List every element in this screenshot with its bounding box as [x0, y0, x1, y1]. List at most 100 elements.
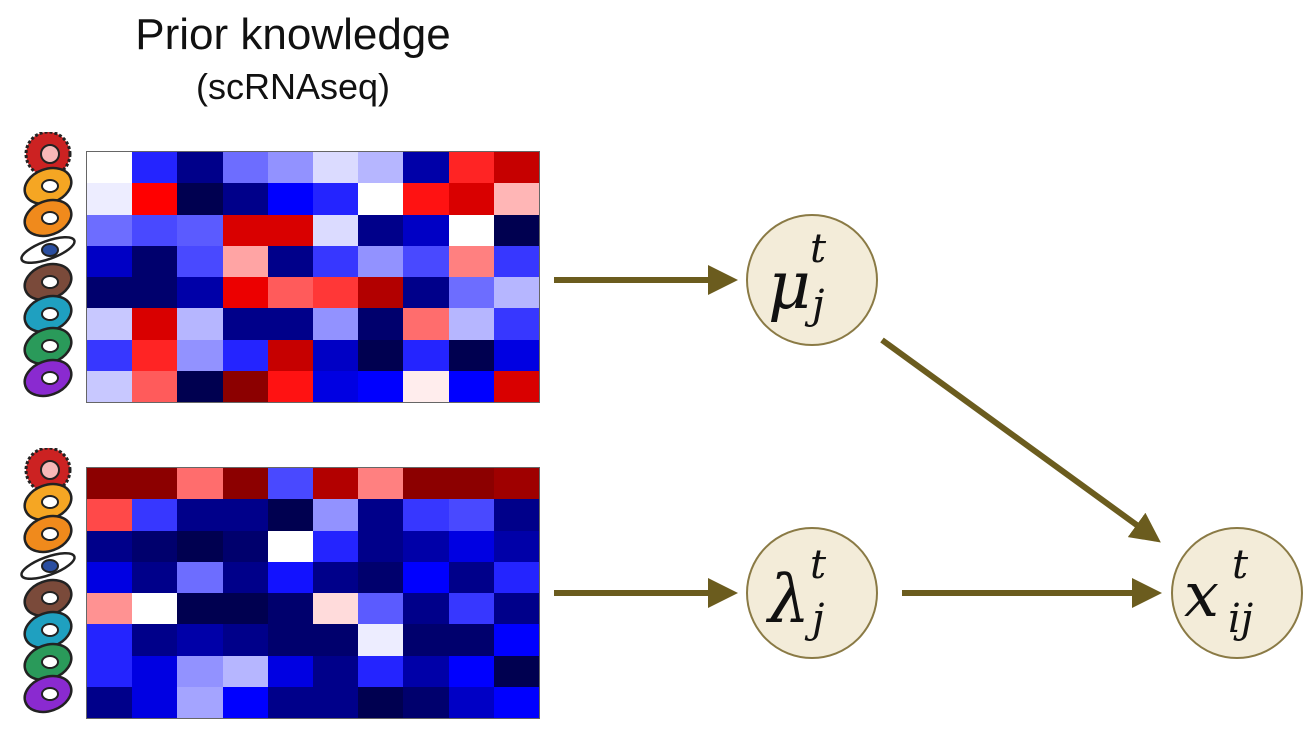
heatmap-cell-r7-c1: [132, 370, 178, 402]
heatmap-cell-r2-c2: [177, 530, 223, 562]
heatmap-cell-r3-c5: [313, 245, 359, 277]
heatmap-cell-r1-c6: [358, 183, 404, 215]
heatmap-cell-r4-c6: [358, 593, 404, 625]
blue-white-cell-icon: [20, 235, 76, 265]
heatmap-cell-r1-c2: [177, 499, 223, 531]
heatmap-cell-r6-c9: [493, 655, 539, 687]
heatmap-cell-r3-c9: [493, 561, 539, 593]
heatmap-cell-r0-c8: [448, 152, 494, 184]
heatmap-cell-r4-c8: [448, 277, 494, 309]
heatmap-cell-r7-c3: [222, 370, 268, 402]
cyan-cell-icon: [23, 610, 73, 650]
heatmap-cell-r6-c7: [403, 339, 449, 371]
diagram-title: Prior knowledge: [135, 10, 451, 59]
node-mu: μ t j: [746, 214, 878, 346]
heatmap-cell-r3-c6: [358, 561, 404, 593]
node-x: x t ij: [1171, 527, 1303, 659]
heatmap-cell-r5-c6: [358, 308, 404, 340]
heatmap-cell-r6-c6: [358, 655, 404, 687]
heatmap-cell-r7-c7: [403, 686, 449, 718]
heatmap-cell-r7-c5: [313, 370, 359, 402]
heatmap-cell-r2-c2: [177, 214, 223, 246]
heatmap-cell-r2-c7: [403, 214, 449, 246]
heatmap-cell-r5-c0: [87, 624, 133, 656]
heatmap-cell-r0-c6: [358, 152, 404, 184]
heatmap-cell-r4-c9: [493, 277, 539, 309]
heatmap-cell-r4-c6: [358, 277, 404, 309]
heatmap-cell-r0-c2: [177, 152, 223, 184]
heatmap-cell-r7-c1: [132, 686, 178, 718]
heatmap-cell-r4-c0: [87, 277, 133, 309]
heatmap-cell-r6-c8: [448, 655, 494, 687]
heatmap-top: [86, 151, 540, 403]
heatmap-cell-r7-c8: [448, 370, 494, 402]
orange-cell-icon: [23, 482, 73, 522]
heatmap-cell-r6-c5: [313, 339, 359, 371]
heatmap-cell-r4-c8: [448, 593, 494, 625]
heatmap-cell-r7-c2: [177, 370, 223, 402]
heatmap-cell-r5-c4: [267, 624, 313, 656]
heatmap-cell-r2-c8: [448, 214, 494, 246]
heatmap-cell-r1-c9: [493, 183, 539, 215]
heatmap-cell-r4-c4: [267, 593, 313, 625]
brown-cell-icon: [23, 262, 73, 302]
heatmap-cell-r2-c9: [493, 214, 539, 246]
heatmap-cell-r4-c2: [177, 593, 223, 625]
heatmap-cell-r2-c3: [222, 530, 268, 562]
heatmap-cell-r3-c9: [493, 245, 539, 277]
heatmap-cell-r0-c9: [493, 468, 539, 500]
cell-type-icons-bottom: [14, 446, 82, 718]
heatmap-cell-r1-c8: [448, 183, 494, 215]
heatmap-cell-r3-c0: [87, 561, 133, 593]
heatmap-cell-r0-c1: [132, 152, 178, 184]
heatmap-cell-r4-c4: [267, 277, 313, 309]
heatmap-cell-r4-c7: [403, 277, 449, 309]
heatmap-cell-r3-c5: [313, 561, 359, 593]
heatmap-cell-r0-c5: [313, 152, 359, 184]
heatmap-cell-r1-c1: [132, 183, 178, 215]
heatmap-cell-r6-c3: [222, 339, 268, 371]
heatmap-cell-r6-c0: [87, 339, 133, 371]
heatmap-cell-r0-c3: [222, 468, 268, 500]
heatmap-cell-r4-c0: [87, 593, 133, 625]
heatmap-cell-r4-c3: [222, 593, 268, 625]
heatmap-cell-r5-c8: [448, 308, 494, 340]
heatmap-cell-r7-c4: [267, 370, 313, 402]
heatmap-cell-r6-c1: [132, 339, 178, 371]
heatmap-cell-r5-c8: [448, 624, 494, 656]
heatmap-cell-r7-c0: [87, 686, 133, 718]
node-mu-symbol: μ: [768, 247, 811, 324]
heatmap-cell-r3-c2: [177, 561, 223, 593]
heatmap-cell-r5-c9: [493, 308, 539, 340]
heatmap-cell-r7-c9: [493, 686, 539, 718]
heatmap-cell-r3-c6: [358, 245, 404, 277]
heatmap-cell-r5-c6: [358, 624, 404, 656]
heatmap-cell-r2-c5: [313, 214, 359, 246]
heatmap-cell-r2-c7: [403, 530, 449, 562]
purple-cell-icon: [23, 358, 73, 398]
heatmap-cell-r0-c3: [222, 152, 268, 184]
heatmap-cell-r6-c9: [493, 339, 539, 371]
node-mu-superscript: t: [810, 226, 827, 272]
heatmap-cell-r1-c4: [267, 183, 313, 215]
heatmap-cell-r0-c1: [132, 468, 178, 500]
heatmap-cell-r1-c3: [222, 183, 268, 215]
heatmap-cell-r2-c0: [87, 530, 133, 562]
heatmap-cell-r7-c7: [403, 370, 449, 402]
heatmap-cell-r3-c7: [403, 561, 449, 593]
red-spiky-cell-icon: [24, 446, 72, 494]
heatmap-cell-r4-c5: [313, 277, 359, 309]
heatmap-cell-r0-c2: [177, 468, 223, 500]
blue-white-cell-icon: [20, 551, 76, 581]
heatmap-cell-r3-c2: [177, 245, 223, 277]
heatmap-cell-r5-c2: [177, 624, 223, 656]
heatmap-bottom: [86, 467, 540, 719]
heatmap-cell-r0-c6: [358, 468, 404, 500]
heatmap-cell-r2-c3: [222, 214, 268, 246]
heatmap-cell-r0-c8: [448, 468, 494, 500]
heatmap-cell-r4-c7: [403, 593, 449, 625]
heatmap-cell-r0-c7: [403, 468, 449, 500]
green-cell-icon: [23, 642, 73, 682]
heatmap-cell-r1-c7: [403, 499, 449, 531]
heatmap-cell-r1-c3: [222, 499, 268, 531]
